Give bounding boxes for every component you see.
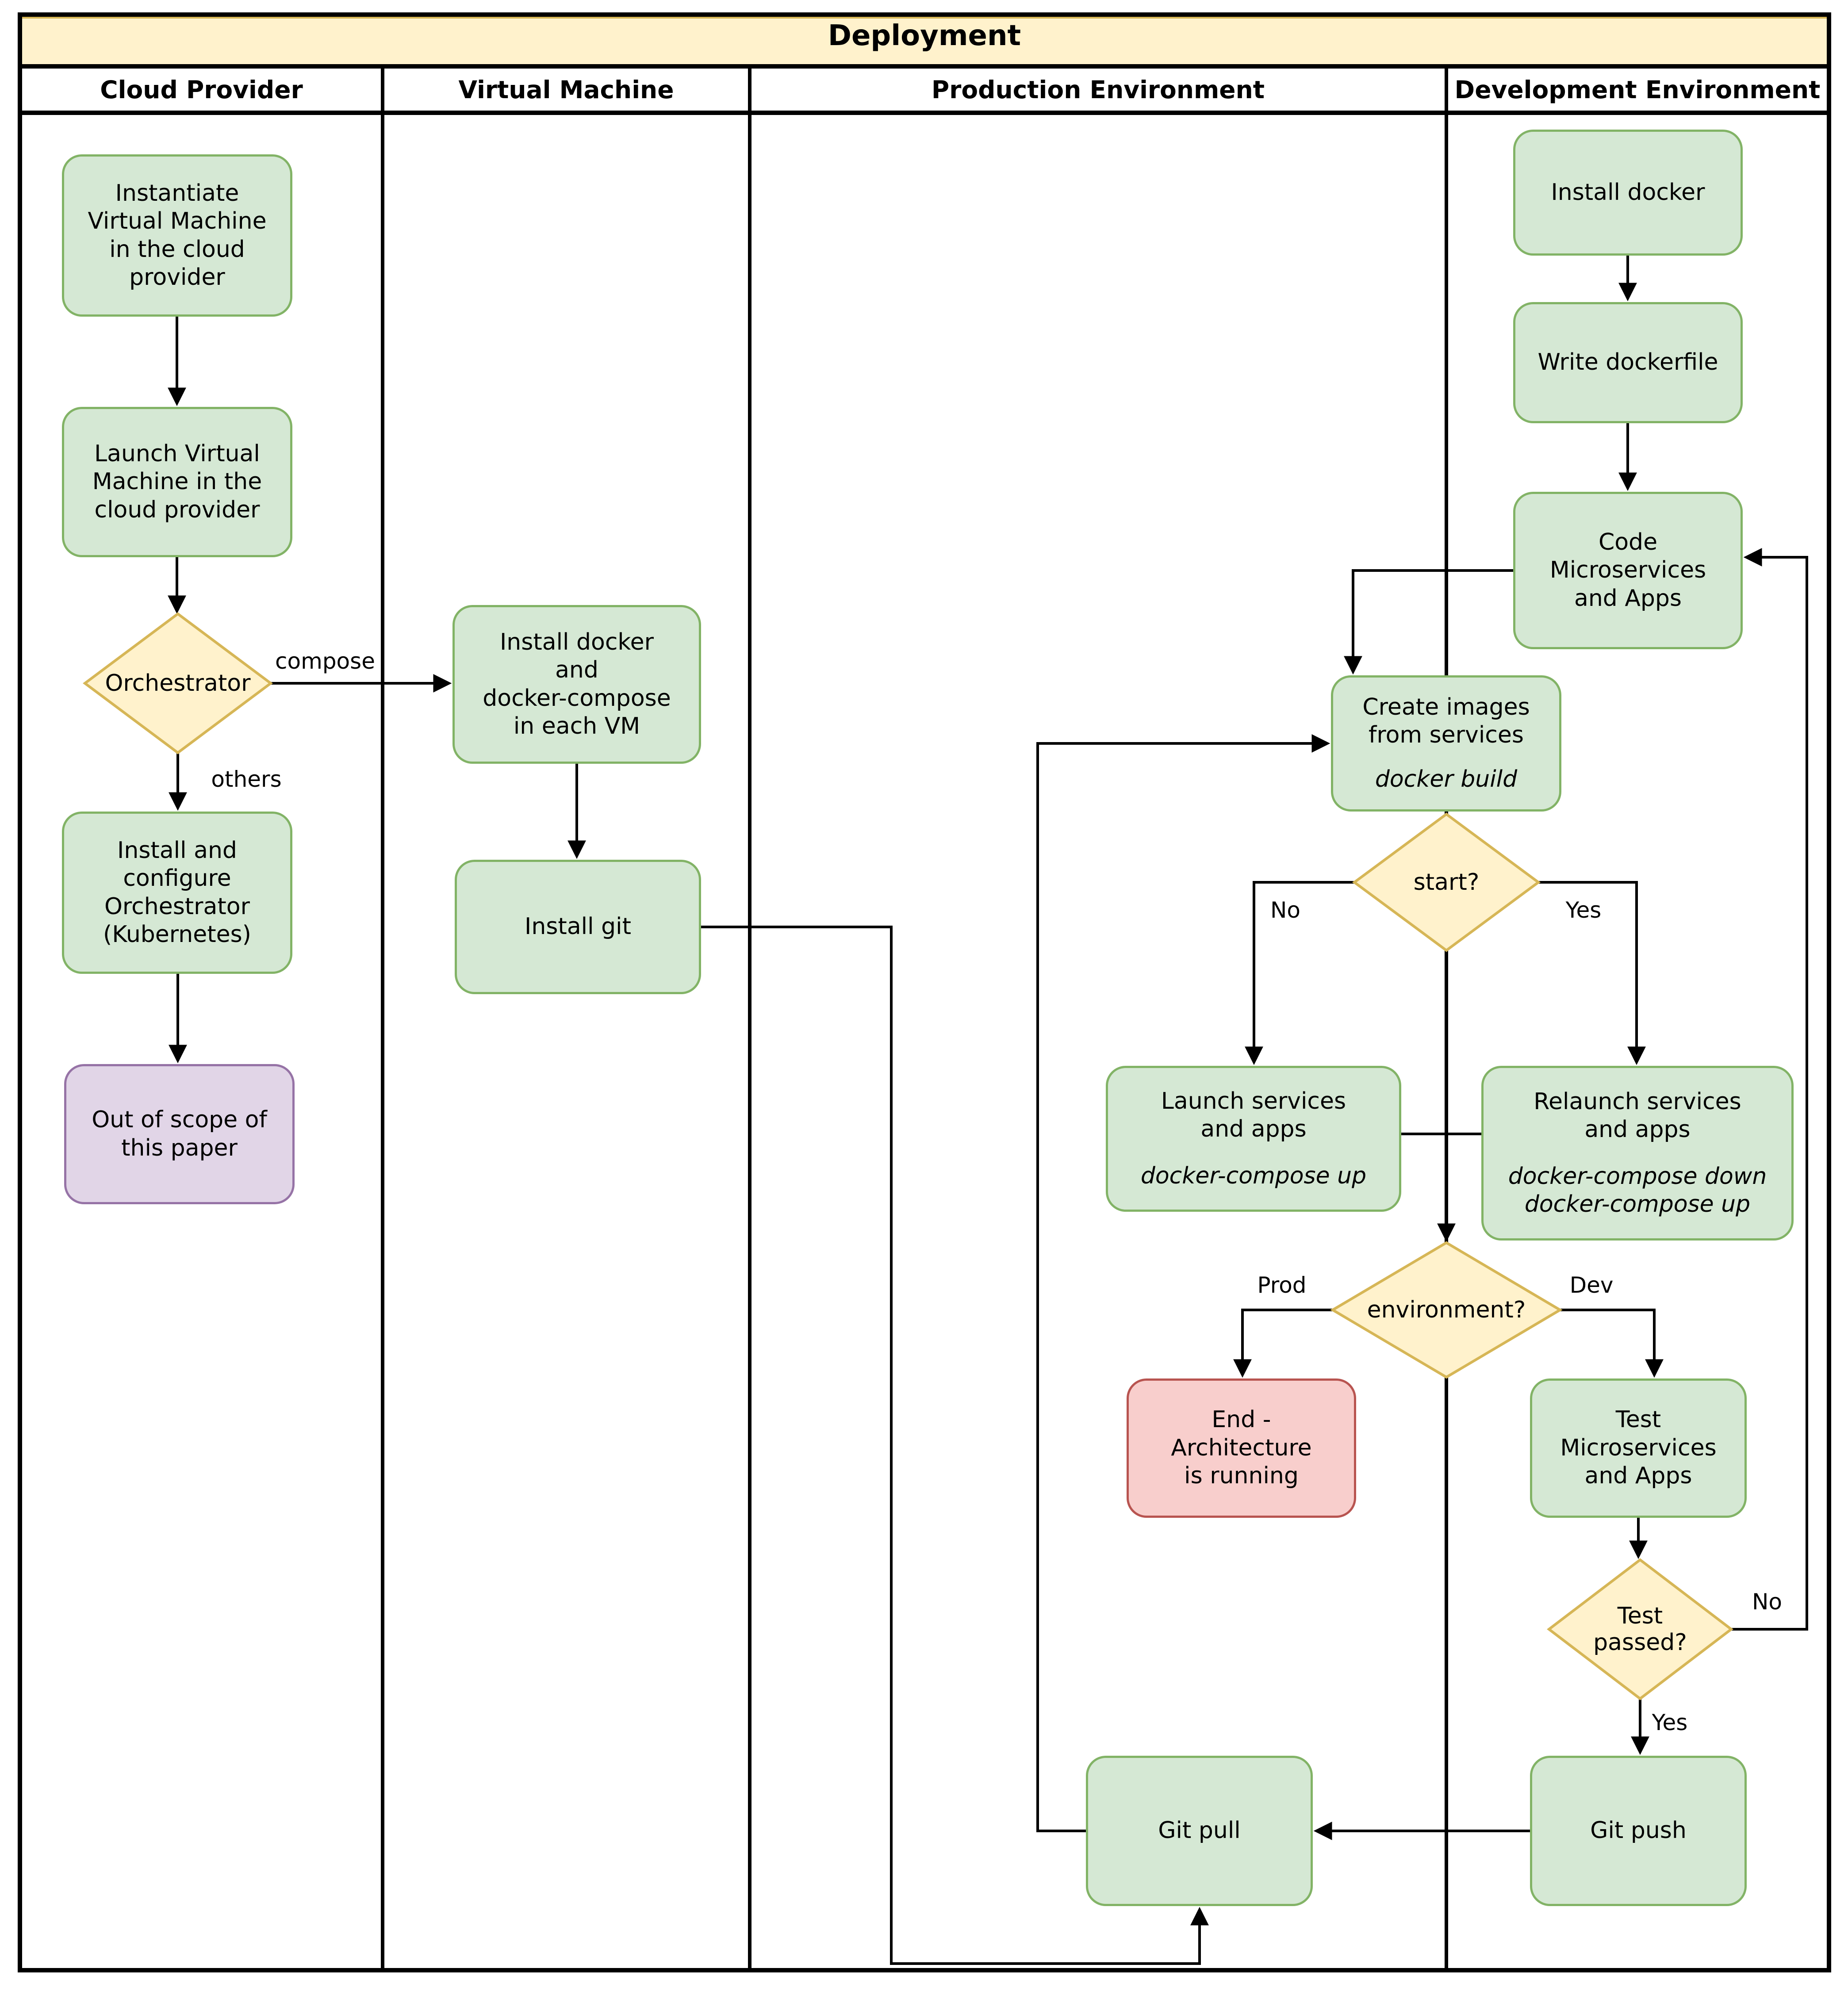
edge-start-no [1245,881,1354,1065]
node-launch-services: Launch services and apps docker-compose … [1106,1066,1401,1212]
header-bottom-rule [18,111,1831,115]
lane-header-development-environment: Development Environment [1454,76,1821,104]
node-install-orchestrator-label: Install and configure Orchestrator (Kube… [103,837,251,948]
node-install-orchestrator: Install and configure Orchestrator (Kube… [62,812,292,974]
edge-code-to-createimages [1344,569,1513,675]
node-relaunch-services-label: Relaunch services and apps [1534,1088,1741,1143]
edge-label-others: others [211,766,282,792]
edge-environment-dev [1560,1309,1664,1378]
node-relaunch-services-command: docker-compose down docker-compose up [1508,1163,1767,1218]
node-start-label: start? [1413,869,1480,896]
node-git-push: Git push [1530,1756,1747,1906]
node-git-pull-label: Git pull [1158,1817,1241,1844]
lane-header-virtual-machine: Virtual Machine [458,76,674,104]
edge-start-yes [1538,881,1646,1065]
node-create-images-label: Create images from services [1362,693,1530,749]
node-install-git-label: Install git [525,913,631,940]
edge-gitpull-to-createimages [1036,734,1330,1832]
node-install-docker: Install docker [1513,130,1743,256]
node-code-microservices: Code Microservices and Apps [1513,492,1743,649]
edge-label-start-yes: Yes [1565,897,1602,923]
node-create-images-command: docker build [1375,766,1518,793]
lane-header-cloud-provider: Cloud Provider [100,76,303,104]
node-out-of-scope-label: Out of scope of this paper [92,1107,267,1161]
node-out-of-scope: Out of scope of this paper [64,1064,295,1204]
node-create-images: Create images from services docker build [1331,675,1561,812]
node-environment-label: environment? [1367,1297,1526,1323]
node-launch-vm-label: Launch Virtual Machine in the cloud prov… [92,440,262,523]
edge-label-compose: compose [275,648,375,674]
edge-testpassed-no [1731,548,1808,1631]
node-launch-services-label: Launch services and apps [1161,1087,1346,1143]
node-instantiate-vm-label: Instantiate Virtual Machine in the cloud… [88,180,267,291]
node-install-docker-compose-vm: Install docker and docker-compose in eac… [452,605,701,764]
node-git-push-label: Git push [1590,1817,1687,1844]
node-launch-services-command: docker-compose up [1140,1162,1367,1189]
edge-installgit-to-gitpull [701,926,1209,1965]
node-test-microservices: Test Microservices and Apps [1530,1378,1747,1518]
node-instantiate-vm: Instantiate Virtual Machine in the cloud… [62,154,292,317]
node-orchestrator-label: Orchestrator [105,670,251,697]
node-code-microservices-label: Code Microservices and Apps [1549,528,1706,612]
header-top-rule [18,64,1831,69]
node-end-architecture-label: End - Architecture is running [1171,1406,1312,1489]
edge-label-env-prod: Prod [1257,1272,1307,1298]
node-install-docker-compose-vm-label: Install docker and docker-compose in eac… [483,628,671,739]
diagram-title: Deployment [828,19,1021,52]
node-test-microservices-label: Test Microservices and Apps [1560,1406,1717,1489]
lane-separator-cloud-vm [381,64,384,1972]
node-launch-vm: Launch Virtual Machine in the cloud prov… [62,407,292,557]
edge-label-test-no: No [1752,1589,1782,1615]
node-install-git: Install git [455,860,701,994]
edge-label-test-yes: Yes [1652,1710,1688,1735]
edge-label-env-dev: Dev [1569,1272,1614,1298]
node-write-dockerfile: Write dockerfile [1513,302,1743,423]
node-write-dockerfile-label: Write dockerfile [1537,349,1718,376]
node-test-passed-label: Test passed? [1593,1603,1687,1656]
node-git-pull: Git pull [1086,1756,1313,1906]
node-install-docker-label: Install docker [1551,179,1705,206]
lane-separator-vm-prod [748,64,751,1972]
lane-header-production-environment: Production Environment [931,76,1265,104]
edge-label-start-no: No [1270,897,1300,923]
node-relaunch-services: Relaunch services and apps docker-compos… [1481,1066,1794,1241]
edge-environment-prod [1233,1309,1333,1378]
node-end-architecture: End - Architecture is running [1127,1378,1356,1518]
